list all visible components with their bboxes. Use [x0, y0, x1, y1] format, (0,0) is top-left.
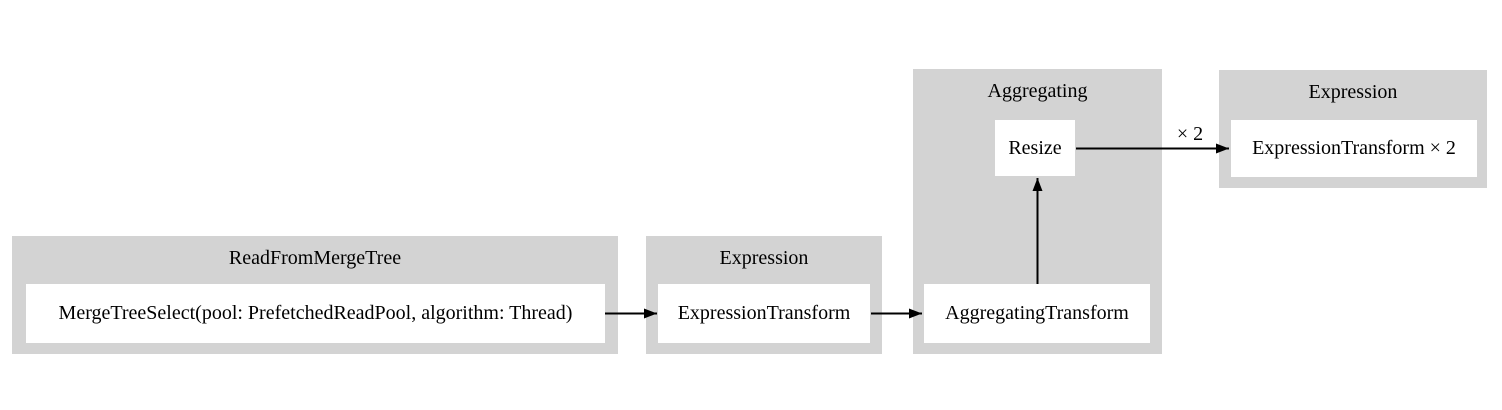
node-resize: Resize: [995, 120, 1075, 176]
cluster-readfrommergetree-title: ReadFromMergeTree: [228, 247, 402, 269]
cluster-aggregating-title: Aggregating: [987, 80, 1088, 102]
cluster-expression-2-title: Expression: [1308, 81, 1398, 103]
cluster-expression-2: Expression ExpressionTransform × 2: [1219, 70, 1487, 188]
edge-label-x2: × 2: [1176, 123, 1204, 145]
node-expressiontransform: ExpressionTransform: [658, 284, 870, 343]
cluster-aggregating: Aggregating Resize AggregatingTransform: [913, 69, 1162, 354]
cluster-expression-1-title: Expression: [719, 247, 809, 269]
cluster-expression-1: Expression ExpressionTransform: [646, 236, 882, 354]
cluster-readfrommergetree: ReadFromMergeTree MergeTreeSelect(pool: …: [12, 236, 618, 354]
node-aggregatingtransform: AggregatingTransform: [924, 284, 1150, 343]
node-mergetreeselect: MergeTreeSelect(pool: PrefetchedReadPool…: [26, 284, 605, 343]
node-expressiontransform-x2: ExpressionTransform × 2: [1231, 120, 1477, 177]
